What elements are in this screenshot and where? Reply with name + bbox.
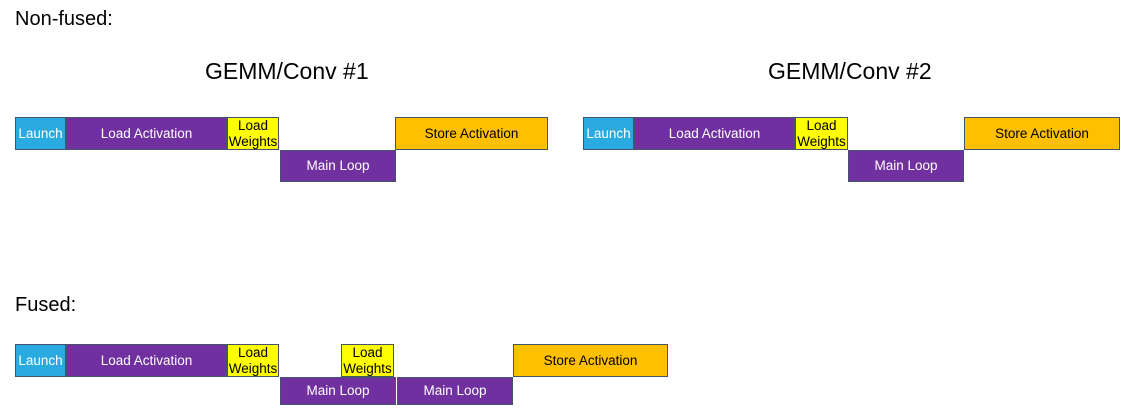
fused-section-label: Fused: bbox=[15, 294, 77, 316]
nonfused2-launch-block: Launch bbox=[583, 117, 634, 150]
nonfused1-store-activation-block: Store Activation bbox=[395, 117, 548, 150]
gemm-conv-1-title: GEMM/Conv #1 bbox=[205, 58, 369, 84]
fused-load-weights-2-block: Load Weights bbox=[341, 344, 394, 377]
fused-load-weights-1-block: Load Weights bbox=[227, 344, 279, 377]
nonfused1-load-weights-block: Load Weights bbox=[227, 117, 279, 150]
nonfused1-launch-block: Launch bbox=[15, 117, 66, 150]
non-fused-section-label: Non-fused: bbox=[15, 8, 113, 30]
nonfused2-main-loop-block: Main Loop bbox=[848, 150, 964, 182]
gemm-conv-2-title: GEMM/Conv #2 bbox=[768, 58, 932, 84]
nonfused1-main-loop-block: Main Loop bbox=[280, 150, 396, 182]
nonfused2-store-activation-block: Store Activation bbox=[964, 117, 1120, 150]
nonfused2-load-weights-block: Load Weights bbox=[795, 117, 848, 150]
fused-load-activation-block: Load Activation bbox=[66, 344, 227, 377]
fused-store-activation-block: Store Activation bbox=[513, 344, 668, 377]
nonfused1-load-activation-block: Load Activation bbox=[66, 117, 227, 150]
fused-main-loop-2-block: Main Loop bbox=[397, 377, 513, 405]
nonfused2-load-activation-block: Load Activation bbox=[634, 117, 795, 150]
fused-launch-block: Launch bbox=[15, 344, 66, 377]
fused-main-loop-1-block: Main Loop bbox=[280, 377, 396, 405]
